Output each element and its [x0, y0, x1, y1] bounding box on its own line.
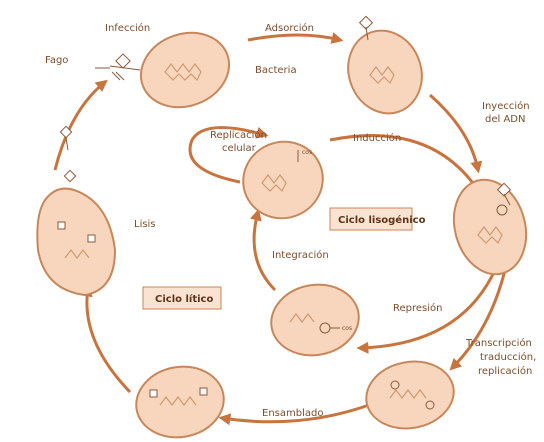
label-induccion: Inducción	[353, 132, 401, 144]
cell-injection	[444, 172, 536, 283]
cell-repression	[266, 278, 365, 362]
label-transcripcion-1: Transcripción	[465, 337, 532, 349]
label-cos-bottom: cos	[342, 325, 352, 332]
label-bacteria: Bacteria	[255, 65, 297, 76]
label-transcripcion-2: traducción,	[480, 351, 536, 363]
fago-icon	[95, 54, 140, 80]
label-replicacion-2: celular	[222, 143, 257, 154]
cell-lysis	[37, 126, 115, 295]
arrow-inyeccion	[430, 95, 478, 170]
label-inyeccion-2: del ADN	[485, 114, 525, 125]
cell-transcription	[361, 355, 459, 435]
cell-assembly	[131, 360, 230, 442]
label-inyeccion-1: Inyección	[482, 100, 530, 112]
label-infeccion: Infección	[105, 22, 150, 34]
label-integracion: Integración	[272, 249, 329, 261]
cell-adsorption	[337, 16, 433, 123]
label-transcripcion-3: replicación	[478, 365, 532, 377]
label-replicacion-1: Replicación	[210, 129, 267, 141]
label-adsorcion: Adsorción	[265, 22, 314, 34]
label-lisis: Lisis	[134, 219, 156, 230]
label-fago: Fago	[45, 55, 68, 66]
arrow-adsorcion	[248, 35, 340, 40]
arrow-to-lisis	[87, 288, 130, 392]
label-ensamblado: Ensamblado	[262, 408, 323, 419]
label-ciclo-litico: Ciclo lítico	[155, 293, 213, 305]
label-represion: Represión	[393, 302, 443, 314]
label-ciclo-lisogenico: Ciclo lisogénico	[338, 214, 426, 226]
arrow-lisis-to-fago	[55, 82, 105, 170]
cell-infection	[130, 21, 239, 119]
label-cos-top: cos	[302, 149, 312, 156]
